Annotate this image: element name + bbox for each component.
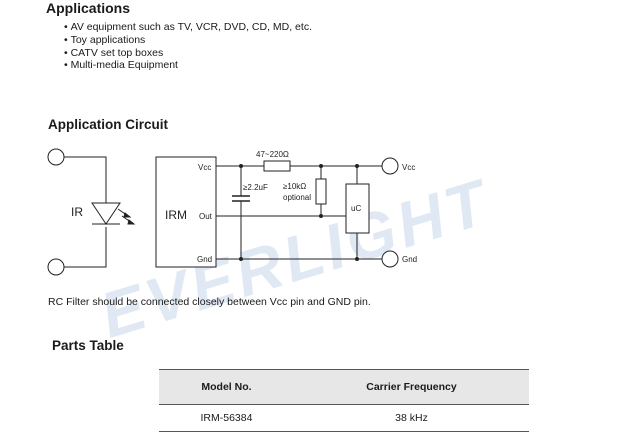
irm-out-pin: Out xyxy=(199,212,213,221)
ir-wire-bottom xyxy=(64,227,107,268)
application-circuit-diagram: IR IRM Vcc Out Gnd 47~220Ω ≥2.2uF ≥10kΩ … xyxy=(47,148,417,276)
junction-dot xyxy=(319,164,323,168)
rc-filter-note: RC Filter should be connected closely be… xyxy=(48,296,371,308)
junction-dot xyxy=(319,214,323,218)
junction-dot xyxy=(355,164,359,168)
cell-carrier-frequency: 38 kHz xyxy=(293,404,529,432)
vcc-terminal-label: Vcc xyxy=(402,163,415,172)
irm-gnd-pin: Gnd xyxy=(197,255,212,264)
junction-dot xyxy=(355,257,359,261)
application-circuit-heading: Application Circuit xyxy=(48,117,169,132)
capacitor-value: ≥2.2uF xyxy=(243,183,268,192)
ir-terminal-top xyxy=(47,148,65,166)
ir-terminal-bottom xyxy=(47,258,65,276)
table-row: IRM-56384 38 kHz xyxy=(159,404,529,432)
irm-block xyxy=(155,156,217,268)
irm-label: IRM xyxy=(165,208,187,222)
uc-label: uC xyxy=(351,204,361,213)
applications-heading: Applications xyxy=(46,0,131,16)
ir-diode-triangle xyxy=(91,202,121,225)
rc-filter-resistor xyxy=(263,160,291,172)
parts-table: Model No. Carrier Frequency IRM-56384 38… xyxy=(159,369,529,432)
header-carrier-frequency: Carrier Frequency xyxy=(293,369,529,405)
applications-list: AV equipment such as TV, VCR, DVD, CD, M… xyxy=(64,21,312,72)
vcc-terminal xyxy=(381,157,399,175)
gnd-terminal-label: Gnd xyxy=(402,255,417,264)
applications-item: Multi-media Equipment xyxy=(64,59,312,72)
applications-item: AV equipment such as TV, VCR, DVD, CD, M… xyxy=(64,21,312,34)
pullup-note: optional xyxy=(283,193,311,202)
pullup-resistor xyxy=(315,178,327,205)
gnd-terminal xyxy=(381,250,399,268)
resistor-value: 47~220Ω xyxy=(256,150,289,159)
parts-table-heading: Parts Table xyxy=(52,338,124,353)
pullup-value: ≥10kΩ xyxy=(283,182,306,191)
table-header-row: Model No. Carrier Frequency xyxy=(159,369,529,405)
applications-item: CATV set top boxes xyxy=(64,47,312,60)
junction-dot xyxy=(239,257,243,261)
ir-wire-top xyxy=(64,156,107,203)
header-model-no: Model No. xyxy=(159,369,294,405)
ir-label: IR xyxy=(71,205,83,219)
cell-model-no: IRM-56384 xyxy=(159,404,294,432)
applications-item: Toy applications xyxy=(64,34,312,47)
junction-dot xyxy=(239,164,243,168)
irm-vcc-pin: Vcc xyxy=(198,163,211,172)
